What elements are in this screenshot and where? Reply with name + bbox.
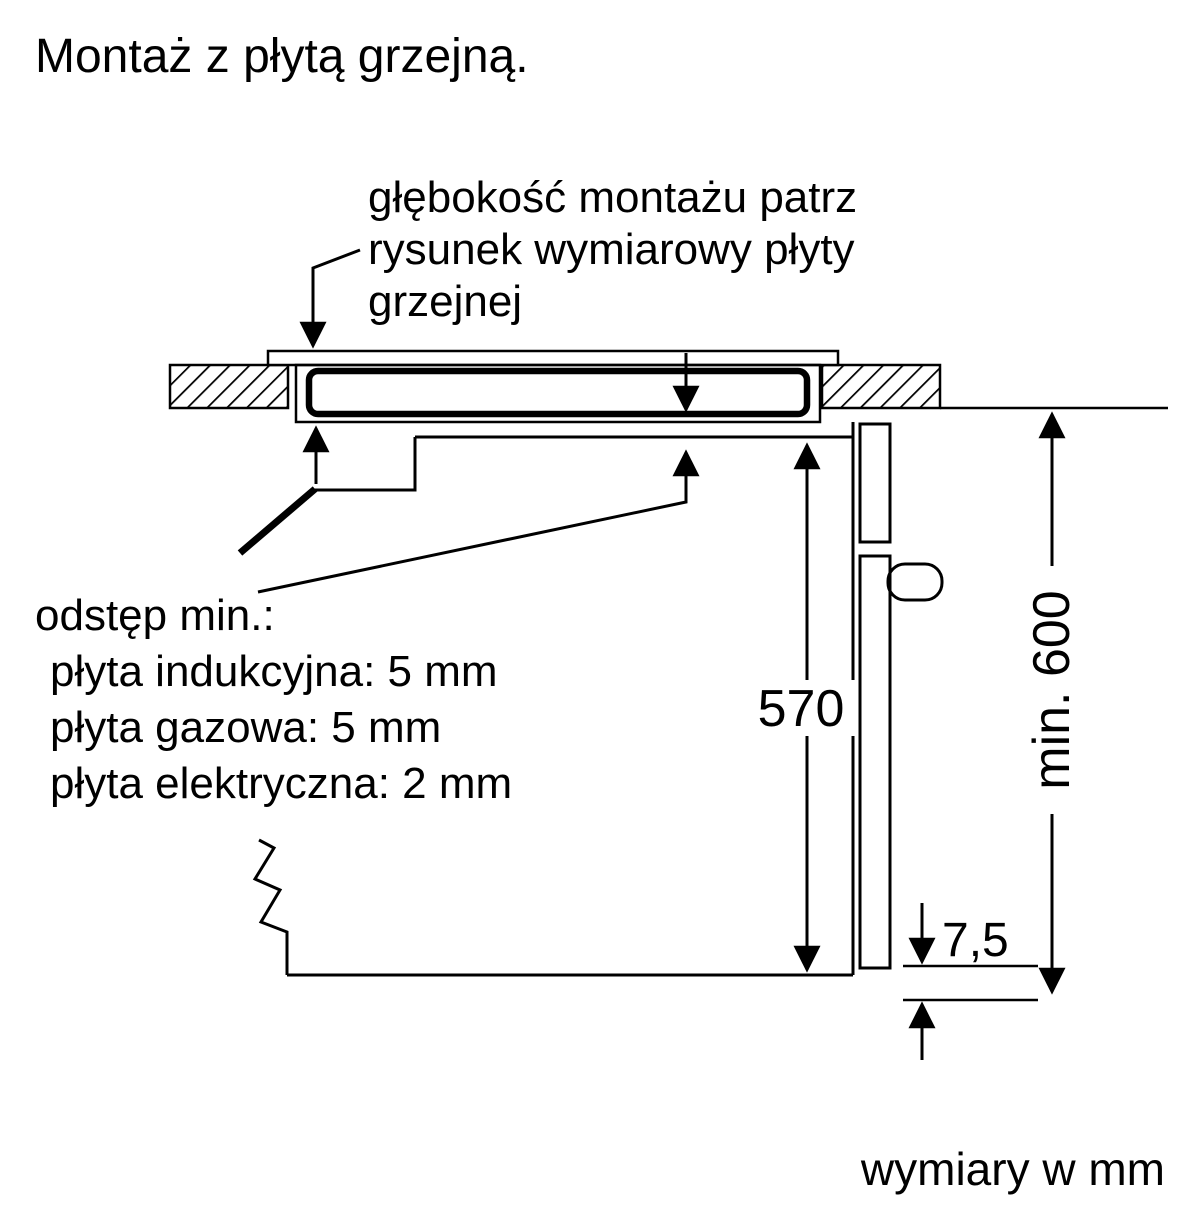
- oven-front: [851, 422, 944, 975]
- dimension-570-label: 570: [758, 680, 845, 738]
- depth-callout-line-2: rysunek wymiarowy płyty: [368, 225, 855, 274]
- dimension-7-5: 7,5: [903, 903, 1038, 1060]
- cabinet-bottom-break: [252, 838, 289, 975]
- min-gap-note-line-1: odstęp min.:: [35, 591, 275, 640]
- min-gap-leader-arrow: [257, 449, 700, 594]
- dimension-min-600: min. 600: [1023, 411, 1081, 995]
- depth-callout-line-3: grzejnej: [368, 277, 522, 326]
- countertop-right-section: [820, 363, 942, 410]
- dimension-570: 570: [742, 442, 858, 973]
- cabinet-break-cut: [237, 486, 318, 556]
- countertop: [168, 363, 1168, 410]
- cabinet: [237, 435, 853, 977]
- hob-inner-tub: [305, 367, 811, 418]
- depth-callout-leader-arrow: [299, 248, 361, 349]
- min-gap-note-line-4: płyta elektryczna: 2 mm: [50, 759, 512, 808]
- depth-callout-line-1: głębokość montażu patrz: [368, 173, 857, 222]
- hob-glass-panel: [266, 349, 840, 367]
- dimension-75-label: 7,5: [942, 914, 1009, 967]
- oven-door: [858, 554, 892, 970]
- dimension-570-label-bg: [742, 680, 858, 736]
- countertop-left-section: [168, 363, 290, 410]
- dimension-min600-label-bg: [1024, 566, 1080, 814]
- dimension-min600-label: min. 600: [1023, 590, 1081, 789]
- hob-body: [294, 363, 822, 424]
- cabinet-top-step: [312, 437, 417, 492]
- min-gap-note-text: odstęp min.: płyta indukcyjna: 5 mm płyt…: [35, 591, 512, 808]
- oven-handle: [886, 562, 944, 602]
- hob: [266, 349, 840, 424]
- footer-units-note: wymiary w mm: [860, 1143, 1165, 1195]
- min-gap-note-line-2: płyta indukcyjna: 5 mm: [50, 647, 498, 696]
- min-gap-note-line-3: płyta gazowa: 5 mm: [50, 703, 441, 752]
- oven-control-panel: [858, 422, 892, 544]
- page-title: Montaż z płytą grzejną.: [35, 30, 529, 83]
- depth-callout-text: głębokość montażu patrz rysunek wymiarow…: [368, 173, 857, 326]
- leaders-and-arrows: [257, 248, 700, 594]
